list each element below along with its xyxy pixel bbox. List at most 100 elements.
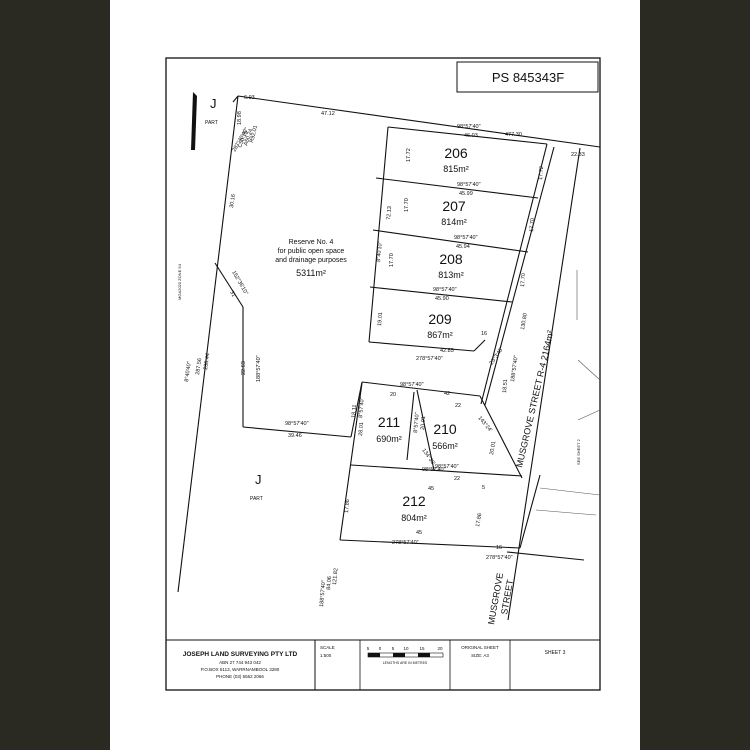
dim-16b: 16 <box>496 545 502 551</box>
road-name-area: MUSGROVE STREET R-4 2164m² <box>514 329 555 468</box>
dim-17-72b: 17.72 <box>538 166 545 180</box>
company-phone: PHONE (03) 5562 2066 <box>216 674 264 679</box>
dim-8-57-40: 8°57'40" <box>358 397 366 418</box>
dim-20-01a: 20.01 <box>420 416 427 430</box>
dim-278-bearing-c: 278°57'40" <box>486 555 513 561</box>
adjoining-lines <box>535 270 601 516</box>
scale-tick: 15 <box>419 646 425 651</box>
scale-ticks: 5 0 5 10 15 20 <box>367 646 443 651</box>
reserve-line2: for public open space <box>278 248 345 255</box>
dim-45a: 45 <box>428 486 434 492</box>
dim-42-85: 42.85 <box>440 348 454 354</box>
dim-45-99: 45.99 <box>459 191 473 197</box>
dim-46-03: 46.03 <box>464 133 478 139</box>
dim-238-44: 238.44 <box>203 353 211 370</box>
title-block: JOSEPH LAND SURVEYING PTY LTD ABN 27 744… <box>165 639 601 691</box>
dim-22b: 22 <box>454 476 460 482</box>
lot-212-area: 804m² <box>401 513 427 523</box>
dim-bearing-210-bottom: 98°57'40" <box>435 464 459 470</box>
reserve-label: Reserve No. 4 for public open space and … <box>275 239 347 278</box>
scale-value: 1:500 <box>320 653 332 658</box>
dim-bearing-211-top: 98°57'40" <box>400 382 424 388</box>
lot-207-area: 814m² <box>441 217 467 227</box>
dim-16: 16 <box>481 331 487 337</box>
sheet-number: SHEET 3 <box>545 650 566 656</box>
parcel-j-part: PART <box>205 120 218 126</box>
survey-plan-drawing: PS 845343F MGA2020 ZONE 54 <box>165 57 601 691</box>
dim-477-30: 477.30 <box>505 132 522 138</box>
dim-bearing-207: 98°57'40" <box>457 182 481 188</box>
dim-45-94: 45.94 <box>456 244 470 250</box>
scale-tick: 0 <box>379 646 382 651</box>
dim-287-56: 287.56 <box>195 358 203 375</box>
boundary-lines <box>177 95 601 621</box>
lot-210-number: 210 <box>433 421 457 437</box>
dim-72-13: 72.13 <box>386 206 393 220</box>
dim-45-90: 45.90 <box>435 296 449 302</box>
dim-23-3-46: 23°3'46" <box>489 346 506 366</box>
dim-45b: 45 <box>416 530 422 536</box>
dim-47-12: 47.12 <box>321 111 335 117</box>
parcel-j-label: J <box>210 96 217 111</box>
dim-8-40-40: 8°40'40" <box>184 361 193 382</box>
scale-bar <box>367 652 444 658</box>
dim-42: 42 <box>444 391 450 397</box>
plan-number: PS 845343F <box>492 70 564 85</box>
scale-units: LENGTHS ARE IN METRES <box>383 661 428 665</box>
lot-211-area: 690m² <box>376 434 402 444</box>
lot-209-number: 209 <box>428 311 452 327</box>
dim-121-82: 121.82 <box>332 568 339 585</box>
lot-207-number: 207 <box>442 198 466 214</box>
north-arrow-icon <box>191 92 197 150</box>
dim-5: 5 <box>482 485 485 491</box>
scale-tick: 5 <box>367 646 370 651</box>
dim-6-93: 6.93 <box>244 95 255 101</box>
dim-18-51: 18.51 <box>502 379 509 393</box>
dim-20-01b: 20.01 <box>489 441 497 456</box>
lot-208-number: 208 <box>439 251 463 267</box>
dim-bearing-212-top: 98°57'40" <box>422 467 446 473</box>
dim-39-46: 39.46 <box>288 433 302 439</box>
dim-278-bearing: 278°57'40" <box>416 356 443 362</box>
reserve-area: 5311m² <box>296 268 326 278</box>
company-abn: ABN 27 744 943 042 <box>219 660 261 665</box>
dim-bearing-209: 98°57'40" <box>433 287 457 293</box>
lot-208-area: 813m² <box>438 270 464 280</box>
dimension-labels: 6.93 47.12 98°57'40" 477.30 22.33 46.03 … <box>244 95 585 561</box>
scale-tick: 5 <box>392 646 395 651</box>
dim-278-bearing-b: 278°57'40" <box>392 540 419 546</box>
dim-17-86a: 17.86 <box>344 499 351 513</box>
lot-206-number: 206 <box>444 145 468 161</box>
dim-20a: 20 <box>390 392 396 398</box>
original-sheet-label: ORIGINAL SHEET <box>461 645 499 650</box>
original-sheet-size: SIZE: A3 <box>471 653 489 658</box>
dim-22a: 22 <box>455 403 461 409</box>
reserve-line3: and drainage purposes <box>275 257 347 264</box>
plan-sheet: PS 845343F MGA2020 ZONE 54 <box>110 0 640 750</box>
scale-tick: 20 <box>437 646 443 651</box>
dim-17-70b: 17.70 <box>529 218 536 232</box>
dim-130-80: 130.80 <box>520 313 529 331</box>
dim-bearing-208: 98°57'40" <box>454 235 478 241</box>
rotated-dimension-labels: 18.98 287°40'40" C50.15 A50.24 R92.01 30… <box>184 111 545 607</box>
dim-17-70d: 17.70 <box>520 273 527 287</box>
lot-210-area: 566m² <box>432 441 458 451</box>
see-sheet-note: SEE SHEET 2 <box>576 439 581 465</box>
dim-17-70a: 17.70 <box>404 198 410 212</box>
dim-bearing-top: 98°57'40" <box>457 124 481 130</box>
lot-labels: 206 815m² 207 814m² 208 813m² 209 867m² … <box>376 145 469 523</box>
dim-188-bearing-b: 188°57'40" <box>256 355 262 382</box>
scale-label: SCALE <box>320 645 335 650</box>
reserve-line1: Reserve No. 4 <box>289 239 334 246</box>
dim-30-16: 30.16 <box>229 194 237 208</box>
dim-143-24: 143°24' <box>476 415 493 433</box>
dim-84-06: 84.06 <box>326 576 333 590</box>
dim-arc-4: R92.01 <box>249 125 259 144</box>
dim-19-01: 19.01 <box>377 312 384 326</box>
dim-8-57-40-b: 8°57'40" <box>413 412 421 433</box>
dim-188-bearing: 188°57'40" <box>510 355 520 382</box>
dim-22-63: 22.63 <box>241 361 247 375</box>
dim-22-33: 22.33 <box>571 152 585 158</box>
zone-note: MGA2020 ZONE 54 <box>177 263 182 300</box>
dim-18-11: 18.11 <box>351 404 358 418</box>
